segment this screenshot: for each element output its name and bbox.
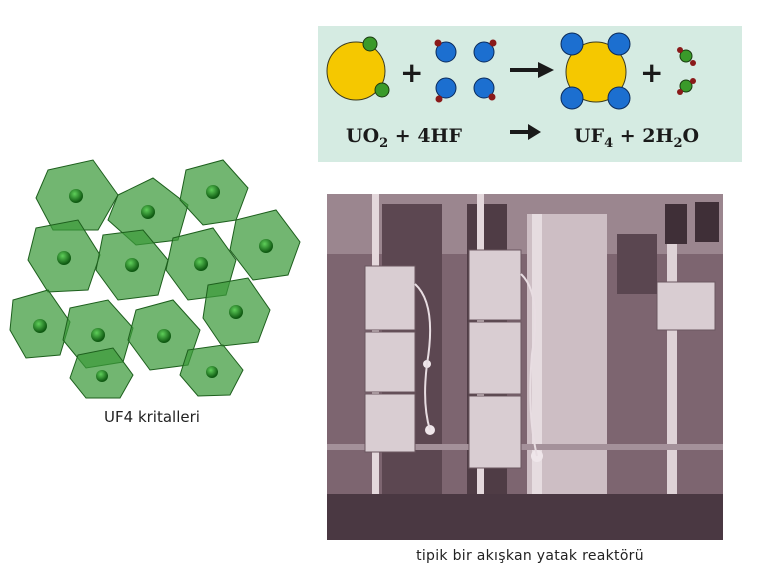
hf-molecules [434,39,497,103]
equation-arrow-icon [510,124,541,140]
uf4-molecule [560,32,631,110]
equation-reactants: UO2 + 4HF [346,125,462,151]
equation-arrow [508,121,542,149]
product-h: + 2H [613,125,674,147]
uo2-molecule [326,36,390,101]
product-o: O [682,125,700,147]
plus-sign-2: + [640,56,663,89]
product-h-sub: 2 [673,135,683,151]
uf4-crystal-structure-image [9,159,301,399]
equation-products: UF4 + 2H2O [574,125,699,151]
product-uf-sub: 4 [604,135,614,151]
reaction-panel: + + [318,26,742,162]
fluidized-bed-reactor-photo [327,194,723,540]
crystal-caption: UF4 kritalleri [104,408,200,426]
photo-caption: tipik bir akışkan yatak reaktörü [416,548,644,564]
water-molecules [677,47,696,95]
reactant-hf: + 4HF [388,125,462,147]
reactant-uo-sub: 2 [379,135,389,151]
product-uf: UF [574,125,605,147]
reaction-arrow-top [510,62,554,78]
reactant-uo: UO [346,125,380,147]
reaction-molecules-illustration: + + [326,32,696,110]
plus-sign-1: + [400,56,423,89]
